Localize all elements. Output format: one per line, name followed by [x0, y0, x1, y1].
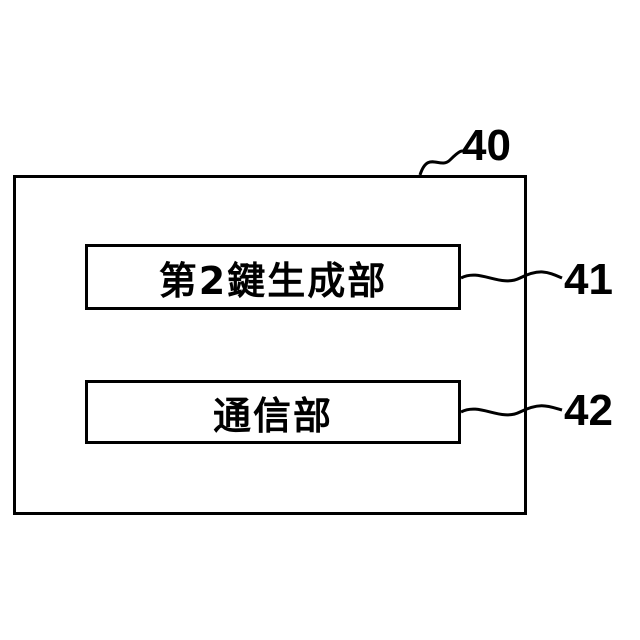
outer-device-box: [13, 175, 527, 515]
second-key-generation-unit-box: 第2鍵生成部: [85, 244, 461, 310]
reference-number-42: 42: [564, 389, 613, 433]
reference-number-41: 41: [564, 258, 613, 302]
communication-unit-box: 通信部: [85, 380, 461, 444]
leader-line-40: [420, 151, 466, 175]
reference-number-40: 40: [462, 124, 511, 168]
